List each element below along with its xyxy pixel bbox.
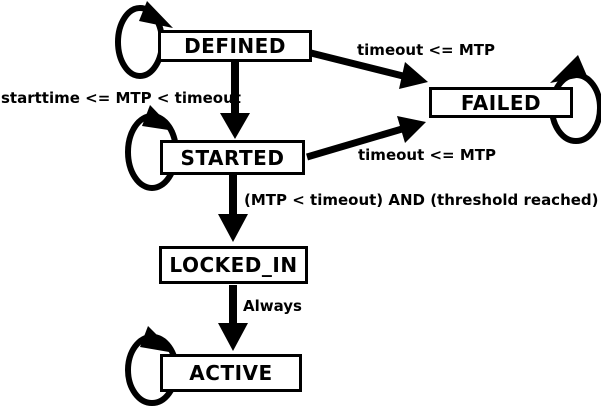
self-loop-defined-arrowhead [139, 1, 173, 28]
edge-lockedin-active-arrowhead [218, 323, 248, 351]
edge-started-failed-arrowhead [397, 116, 426, 143]
state-active: ACTIVE [160, 354, 302, 392]
edge-started-lockedin-arrowhead [218, 214, 248, 242]
self-loop-started-arrowhead [142, 105, 175, 131]
edge-label-started-failed: timeout <= MTP [358, 146, 497, 164]
self-loop-active-arrowhead [140, 326, 175, 353]
state-defined: DEFINED [158, 30, 312, 62]
edge-defined-failed [310, 49, 404, 80]
state-failed: FAILED [429, 87, 573, 118]
edge-label-started-lockedin: (MTP < timeout) AND (threshold reached) [244, 191, 599, 209]
edge-started-failed [306, 125, 403, 161]
edge-label-lockedin-active: Always [243, 297, 302, 315]
self-loop-failed-arrowhead [550, 55, 587, 83]
state-started: STARTED [160, 140, 305, 175]
edge-label-defined-failed: timeout <= MTP [357, 41, 496, 59]
state-locked-in: LOCKED_IN [159, 246, 308, 284]
edge-label-defined-started: starttime <= MTP < timeout [1, 89, 241, 107]
edge-defined-failed-arrowhead [399, 62, 428, 89]
edge-defined-started-arrowhead [220, 113, 250, 139]
